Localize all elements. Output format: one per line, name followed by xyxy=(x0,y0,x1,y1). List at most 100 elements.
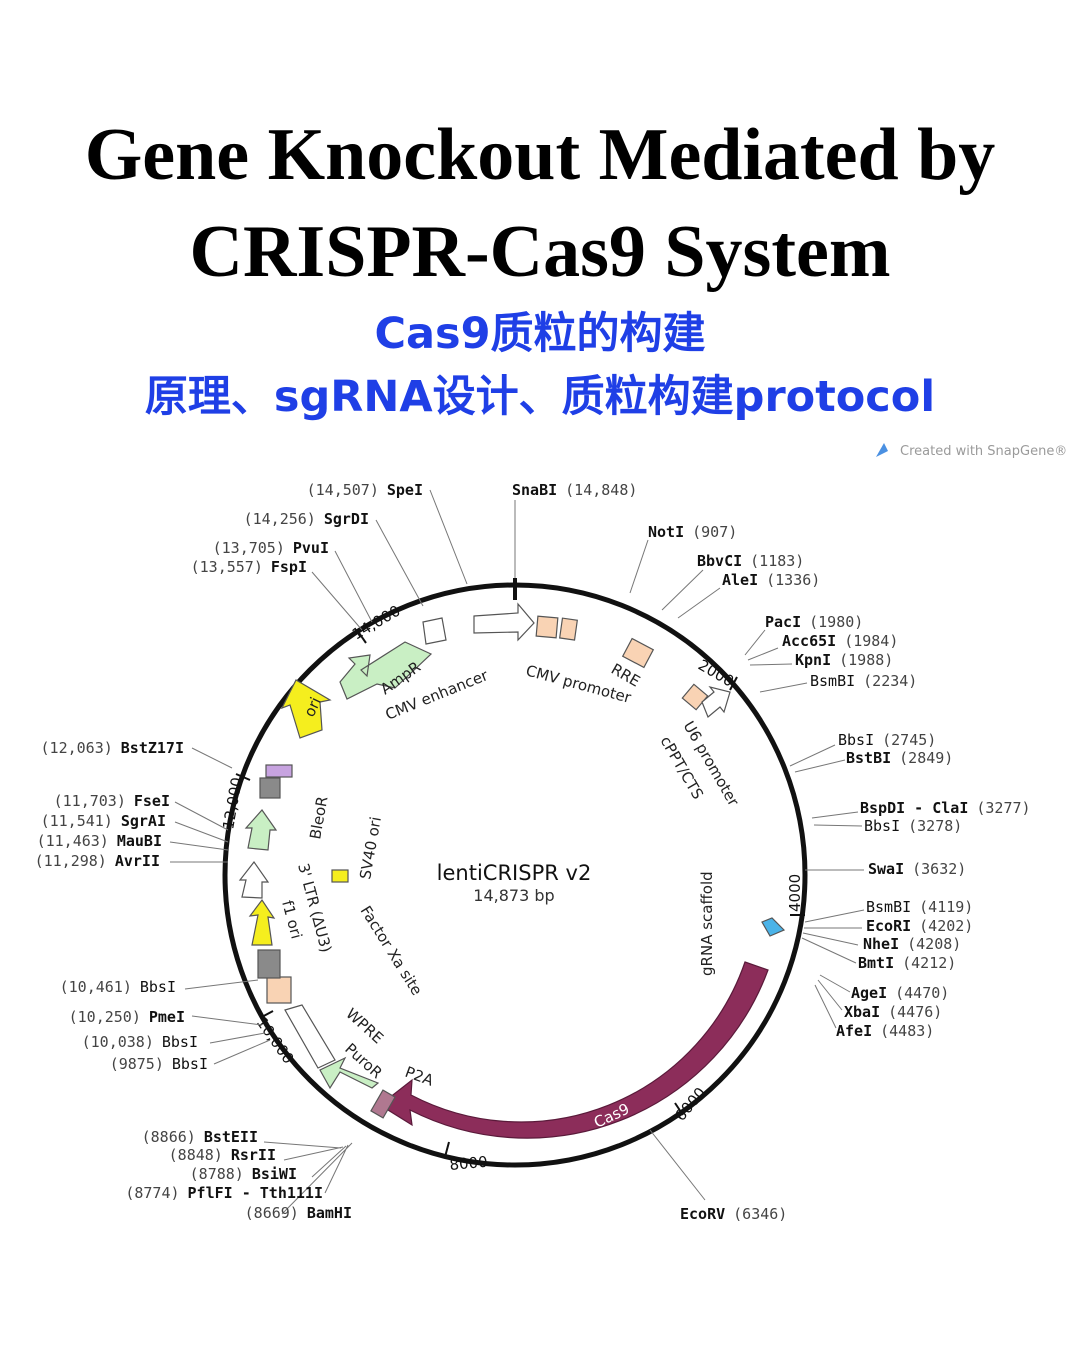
site-fspi: (13,557)FspI xyxy=(191,558,307,576)
site-bsmbi-4119: BsmBI(4119) xyxy=(866,898,973,916)
site-acc65i: Acc65I(1984) xyxy=(782,632,898,650)
ampr-arrow xyxy=(339,641,433,700)
site-avrii: (11,298)AvrII xyxy=(35,852,160,870)
site-pflfi-tth111i: (8774)PflFI - Tth111I xyxy=(125,1184,323,1202)
snapgene-credit: Created with SnapGene® xyxy=(876,443,1067,459)
plasmid-size: 14,873 bp xyxy=(473,886,554,905)
site-ecorv: EcoRV(6346) xyxy=(680,1205,787,1223)
tick-label-2000: 2000 xyxy=(695,656,737,691)
sv40-ori-box xyxy=(331,869,349,883)
leader-alei xyxy=(677,587,721,619)
plasmid-map: Created with SnapGene® 14,000 2000 4000 … xyxy=(35,443,1067,1223)
site-snabi: SnaBI(14,848) xyxy=(512,481,637,499)
feature-label-sv40-ori: SV40 ori xyxy=(356,815,385,880)
site-swai: SwaI(3632) xyxy=(868,860,966,878)
tick-label-8000: 8000 xyxy=(449,1153,489,1174)
site-fsei: (11,703)FseI xyxy=(54,792,170,810)
site-bbvci: BbvCI(1183) xyxy=(697,552,804,570)
leader-bspdi xyxy=(811,811,863,827)
leader-agei-group xyxy=(814,974,851,1029)
tick-mark-14000 xyxy=(356,629,367,644)
tick-label-12000: 12,000 xyxy=(219,776,246,831)
u6-promoter-arrow xyxy=(701,685,731,718)
tick-mark-8000 xyxy=(444,1141,450,1158)
site-bbsi-3278: BbsI(3278) xyxy=(864,817,962,835)
site-pvui: (13,705)PvuI xyxy=(213,539,329,557)
site-sgrai: (11,541)SgrAI xyxy=(41,812,166,830)
feature-label-factor-xa: Factor Xa site xyxy=(357,903,426,999)
tick-label-14000: 14,000 xyxy=(349,602,403,644)
site-afei: AfeI(4483) xyxy=(836,1022,934,1040)
page-title-line-1: Gene Knockout Mediated by xyxy=(84,114,996,196)
site-spei: (14,507)SpeI xyxy=(307,481,423,499)
factor-xa-box xyxy=(266,976,292,1004)
subtitle-line-1: Cas9质粒的构建 xyxy=(374,309,706,359)
rre-box xyxy=(621,637,655,669)
leader-top-left-group xyxy=(311,489,468,631)
site-paci: PacI(1980) xyxy=(765,613,863,631)
leader-bbsi-group xyxy=(184,979,271,1065)
cas9-arrow xyxy=(378,961,769,1139)
site-bbsi-10461: (10,461)BbsI xyxy=(60,978,176,996)
cmv-promoter-box xyxy=(535,615,559,639)
f1-ori-arrow xyxy=(248,898,276,946)
feature-label-3-ltr: 3' LTR (ΔU3) xyxy=(294,861,335,954)
site-bspdi-clai: BspDI - ClaI(3277) xyxy=(860,799,1031,817)
puror-arrow xyxy=(319,1056,380,1090)
leader-paci-group xyxy=(744,629,793,666)
site-bstbi: BstBI(2849) xyxy=(846,749,953,767)
tick-mark-2000 xyxy=(729,676,738,691)
plasmid-name: lentiCRISPR v2 xyxy=(437,861,592,885)
leader-bsmbi xyxy=(759,682,808,693)
site-nhei: NheI(4208) xyxy=(863,935,961,953)
tick-mark-12000 xyxy=(235,773,251,781)
tick-mark-6000 xyxy=(674,1102,684,1116)
feature-label-f1-ori: f1 ori xyxy=(278,898,306,940)
site-bsteii: (8866)BstEII xyxy=(142,1128,258,1146)
leader-ecorv xyxy=(649,1129,706,1201)
ampr-promoter-box xyxy=(422,617,447,645)
site-bamhi: (8669)BamHI xyxy=(245,1204,352,1222)
tick-label-4000: 4000 xyxy=(786,874,804,912)
leader-noti xyxy=(629,539,649,594)
purple-box xyxy=(265,764,293,778)
p2a-box xyxy=(370,1089,396,1119)
site-kpni: KpnI(1988) xyxy=(795,651,893,669)
leader-bbvci xyxy=(661,569,704,611)
sv40-promoter-arrow xyxy=(238,860,270,899)
cmv-enhancer-arrow xyxy=(473,602,535,642)
site-alei: AleI(1336) xyxy=(722,571,820,589)
site-bmti: BmtI(4212) xyxy=(858,954,956,972)
ori-arrow xyxy=(280,679,332,739)
page-title-line-2: CRISPR-Cas9 System xyxy=(189,211,891,293)
site-ecori: EcoRI(4202) xyxy=(866,917,973,935)
feature-label-grna-scaffold: gRNA scaffold xyxy=(698,871,716,976)
leader-bsmbi-group xyxy=(801,909,865,964)
site-bbsi-9875: (9875)BbsI xyxy=(110,1055,208,1073)
snapgene-credit-text: Created with SnapGene® xyxy=(900,444,1067,459)
site-bsiwi: (8788)BsiWI xyxy=(190,1165,297,1183)
site-bbsi-10038: (10,038)BbsI xyxy=(82,1033,198,1051)
feature-label-wpre: WPRE xyxy=(342,1005,387,1048)
ltr-box xyxy=(257,949,281,979)
site-agei: AgeI(4470) xyxy=(851,984,949,1002)
grna-scaffold-marker xyxy=(761,917,786,937)
site-bbsi-2745: BbsI(2745) xyxy=(838,731,936,749)
site-bsmbi-2234: BsmBI(2234) xyxy=(810,672,917,690)
feature-label-bleor: BleoR xyxy=(306,795,331,841)
tick-label-10000: 10,000 xyxy=(253,1014,298,1067)
wpre-box xyxy=(284,1004,336,1069)
site-pmei: (10,250)PmeI xyxy=(69,1008,185,1026)
site-noti: NotI(907) xyxy=(648,523,737,541)
leader-fsei-group xyxy=(169,801,229,863)
site-xbai: XbaI(4476) xyxy=(844,1003,942,1021)
leader-bbsi-bstbi xyxy=(789,744,846,773)
cmv-promoter-box-2 xyxy=(558,617,578,641)
site-sgrdi: (14,256)SgrDI xyxy=(244,510,369,528)
leader-bamhi-group xyxy=(263,1141,353,1215)
subtitle-line-2: 原理、sgRNA设计、质粒构建protocol xyxy=(144,372,936,422)
site-maubi: (11,463)MauBI xyxy=(37,832,162,850)
site-rsrii: (8848)RsrII xyxy=(169,1146,276,1164)
tick-mark-10000 xyxy=(259,1010,274,1019)
leader-bstz17i xyxy=(191,747,233,769)
